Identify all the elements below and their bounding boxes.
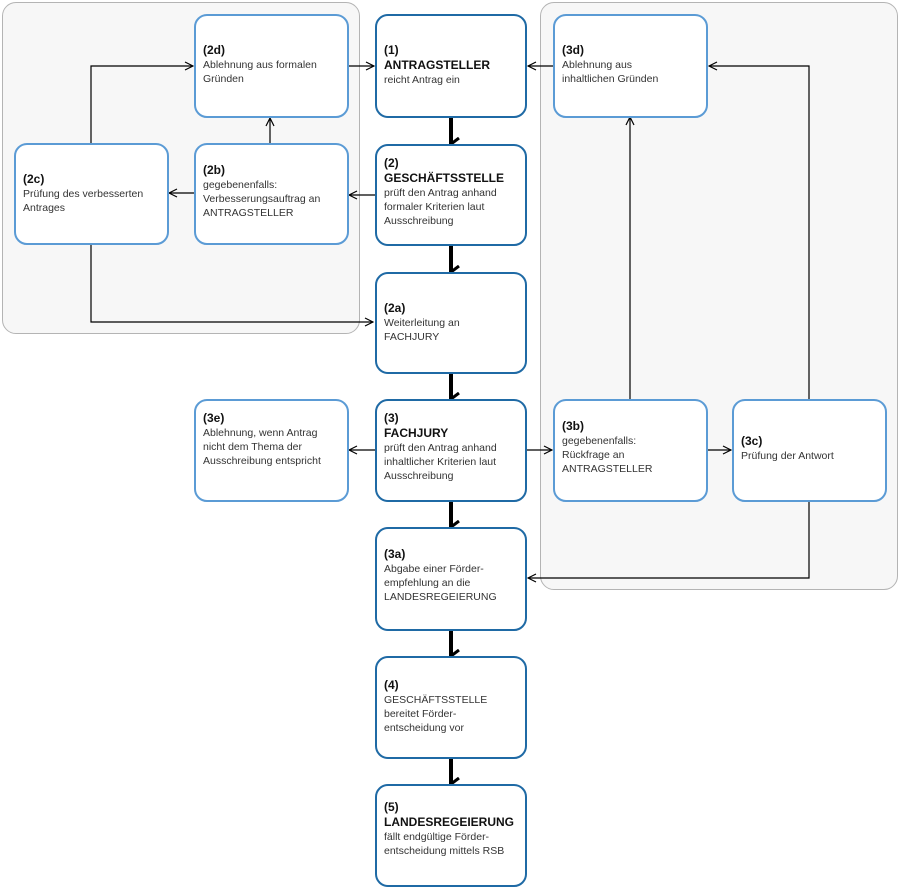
node-2-text: prüft den Antrag anhand formaler Kriteri… (384, 187, 497, 227)
node-3e-ablehnung-thema: (3e) Ablehnung, wenn Antrag nicht dem Th… (194, 399, 349, 502)
arrow-2c-to-2d (90, 66, 193, 143)
node-3e-text: Ablehnung, wenn Antrag nicht dem Thema d… (203, 427, 321, 467)
arrow-3c-to-3d (709, 66, 810, 399)
node-4-text: GESCHÄFTSSTELLE bereitet Förder- entsche… (384, 694, 488, 734)
node-3d-ablehnung-inhaltlich: (3d) Ablehnung aus inhaltlichen Gründen (553, 14, 708, 118)
node-2d-ablehnung-formal: (2d) Ablehnung aus formalen Gründen (194, 14, 349, 118)
node-2a-text: Weiterleitung an FACHJURY (384, 317, 460, 343)
node-3b-rueckfrage: (3b) gegebenenfalls: Rückfrage an ANTRAG… (553, 399, 708, 502)
node-3b-id: (3b) (562, 419, 584, 433)
arrow-3c-to-3a (528, 502, 810, 578)
node-3e-id: (3e) (203, 411, 225, 425)
node-3-fachjury: (3) FACHJURY prüft den Antrag anhand inh… (375, 399, 527, 502)
node-3-text: prüft den Antrag anhand inhaltlicher Kri… (384, 442, 497, 482)
node-3c-pruefung-antwort: (3c) Prüfung der Antwort (732, 399, 887, 502)
node-4-id: (4) (384, 678, 399, 692)
node-3b-text: gegebenenfalls: Rückfrage an ANTRAGSTELL… (562, 435, 653, 475)
node-3-head: FACHJURY (384, 426, 449, 440)
node-3a-foerderempfehlung: (3a) Abgabe einer Förder- empfehlung an … (375, 527, 527, 631)
arrow-2c-to-2a (90, 245, 373, 322)
node-2c-text: Prüfung des verbesserten Antrages (23, 188, 144, 214)
node-3-id: (3) (384, 411, 399, 425)
node-2b-text: gegebenenfalls: Verbesserungsauftrag an … (203, 179, 321, 219)
node-1-id: (1) (384, 43, 399, 57)
node-3a-id: (3a) (384, 547, 406, 561)
node-2a-weiterleitung: (2a) Weiterleitung an FACHJURY (375, 272, 527, 374)
node-2-head: GESCHÄFTSSTELLE (384, 171, 505, 185)
node-1-antragsteller: (1) ANTRAGSTELLER reicht Antrag ein (375, 14, 527, 118)
node-3c-id: (3c) (741, 434, 763, 448)
node-2b-verbesserungsauftrag: (2b) gegebenenfalls: Verbesserungsauftra… (194, 143, 349, 245)
node-2c-pruefung-verbessert: (2c) Prüfung des verbesserten Antrages (14, 143, 169, 245)
node-2-id: (2) (384, 156, 399, 170)
node-4-geschaeftsstelle: (4) GESCHÄFTSSTELLE bereitet Förder- ent… (375, 656, 527, 759)
node-3c-text: Prüfung der Antwort (741, 450, 834, 462)
node-3d-id: (3d) (562, 43, 584, 57)
node-5-head: LANDESREGEIERUNG (384, 815, 515, 829)
node-2d-text: Ablehnung aus formalen Gründen (203, 59, 317, 85)
node-1-text: reicht Antrag ein (384, 74, 460, 86)
node-2-geschaeftsstelle: (2) GESCHÄFTSSTELLE prüft den Antrag anh… (375, 144, 527, 246)
node-2c-id: (2c) (23, 172, 45, 186)
node-2b-id: (2b) (203, 163, 225, 177)
node-1-head: ANTRAGSTELLER (384, 58, 490, 72)
node-5-id: (5) (384, 800, 399, 814)
node-2a-id: (2a) (384, 301, 406, 315)
node-5-landesregierung: (5) LANDESREGEIERUNG fällt endgültige Fö… (375, 784, 527, 887)
node-3a-text: Abgabe einer Förder- empfehlung an die L… (384, 563, 497, 603)
node-2d-id: (2d) (203, 43, 225, 57)
node-3d-text: Ablehnung aus inhaltlichen Gründen (562, 59, 659, 85)
node-5-text: fällt endgültige Förder- entscheidung mi… (384, 831, 505, 857)
